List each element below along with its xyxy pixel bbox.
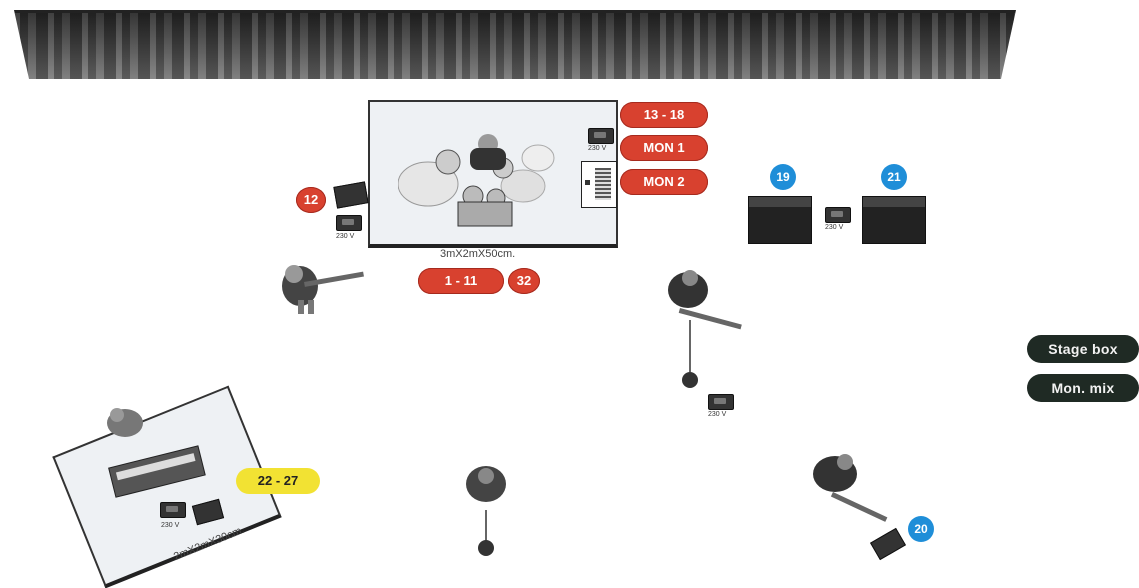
channel-badge-21: 21 [881, 164, 907, 190]
legend-stage-box: Stage box [1027, 335, 1139, 363]
power-socket [588, 128, 614, 144]
channel-badge-drums-main: 1 - 11 [418, 268, 504, 294]
power-socket [336, 215, 362, 231]
monitor-mixer-box [581, 161, 617, 208]
drum-kit-icon [398, 126, 568, 236]
guitarist-center-icon [660, 268, 750, 338]
channel-badge-20: 20 [908, 516, 934, 542]
voltage-label: 230 V [588, 145, 606, 152]
power-socket [160, 502, 186, 518]
channel-badge-keys: 22 - 27 [236, 468, 320, 494]
mic-stand-icon [485, 510, 487, 542]
amp-right-icon [862, 196, 926, 244]
channel-badge-19: 19 [770, 164, 796, 190]
guitarist-right-icon [805, 452, 905, 524]
voltage-label: 230 V [336, 233, 354, 240]
legend-mon-mix: Mon. mix [1027, 374, 1139, 402]
stage-curtain [14, 10, 1016, 79]
mic-stand-icon [689, 320, 691, 372]
drum-riser-size: 3mX2mX50cm. [440, 248, 515, 260]
voltage-label: 230 V [825, 224, 843, 231]
guitarist-left-icon [270, 262, 390, 318]
voltage-label: 230 V [161, 522, 179, 529]
voltage-label: 230 V [708, 411, 726, 418]
mic-stand-base [478, 540, 494, 556]
power-socket [708, 394, 734, 410]
pedal-icon [870, 528, 906, 560]
mic-stand-base [682, 372, 698, 388]
power-socket [825, 207, 851, 223]
channel-badge-12: 12 [296, 187, 326, 213]
channel-badge-mon-1: MON 1 [620, 135, 708, 161]
pedal-icon [333, 181, 368, 208]
amp-left-icon [748, 196, 812, 244]
channel-badge-32: 32 [508, 268, 540, 294]
keyboard-player-icon [95, 405, 225, 505]
channel-badge-mon-2: MON 2 [620, 169, 708, 195]
vocalist-icon [458, 462, 514, 512]
channel-badge-drums-overheads: 13 - 18 [620, 102, 708, 128]
